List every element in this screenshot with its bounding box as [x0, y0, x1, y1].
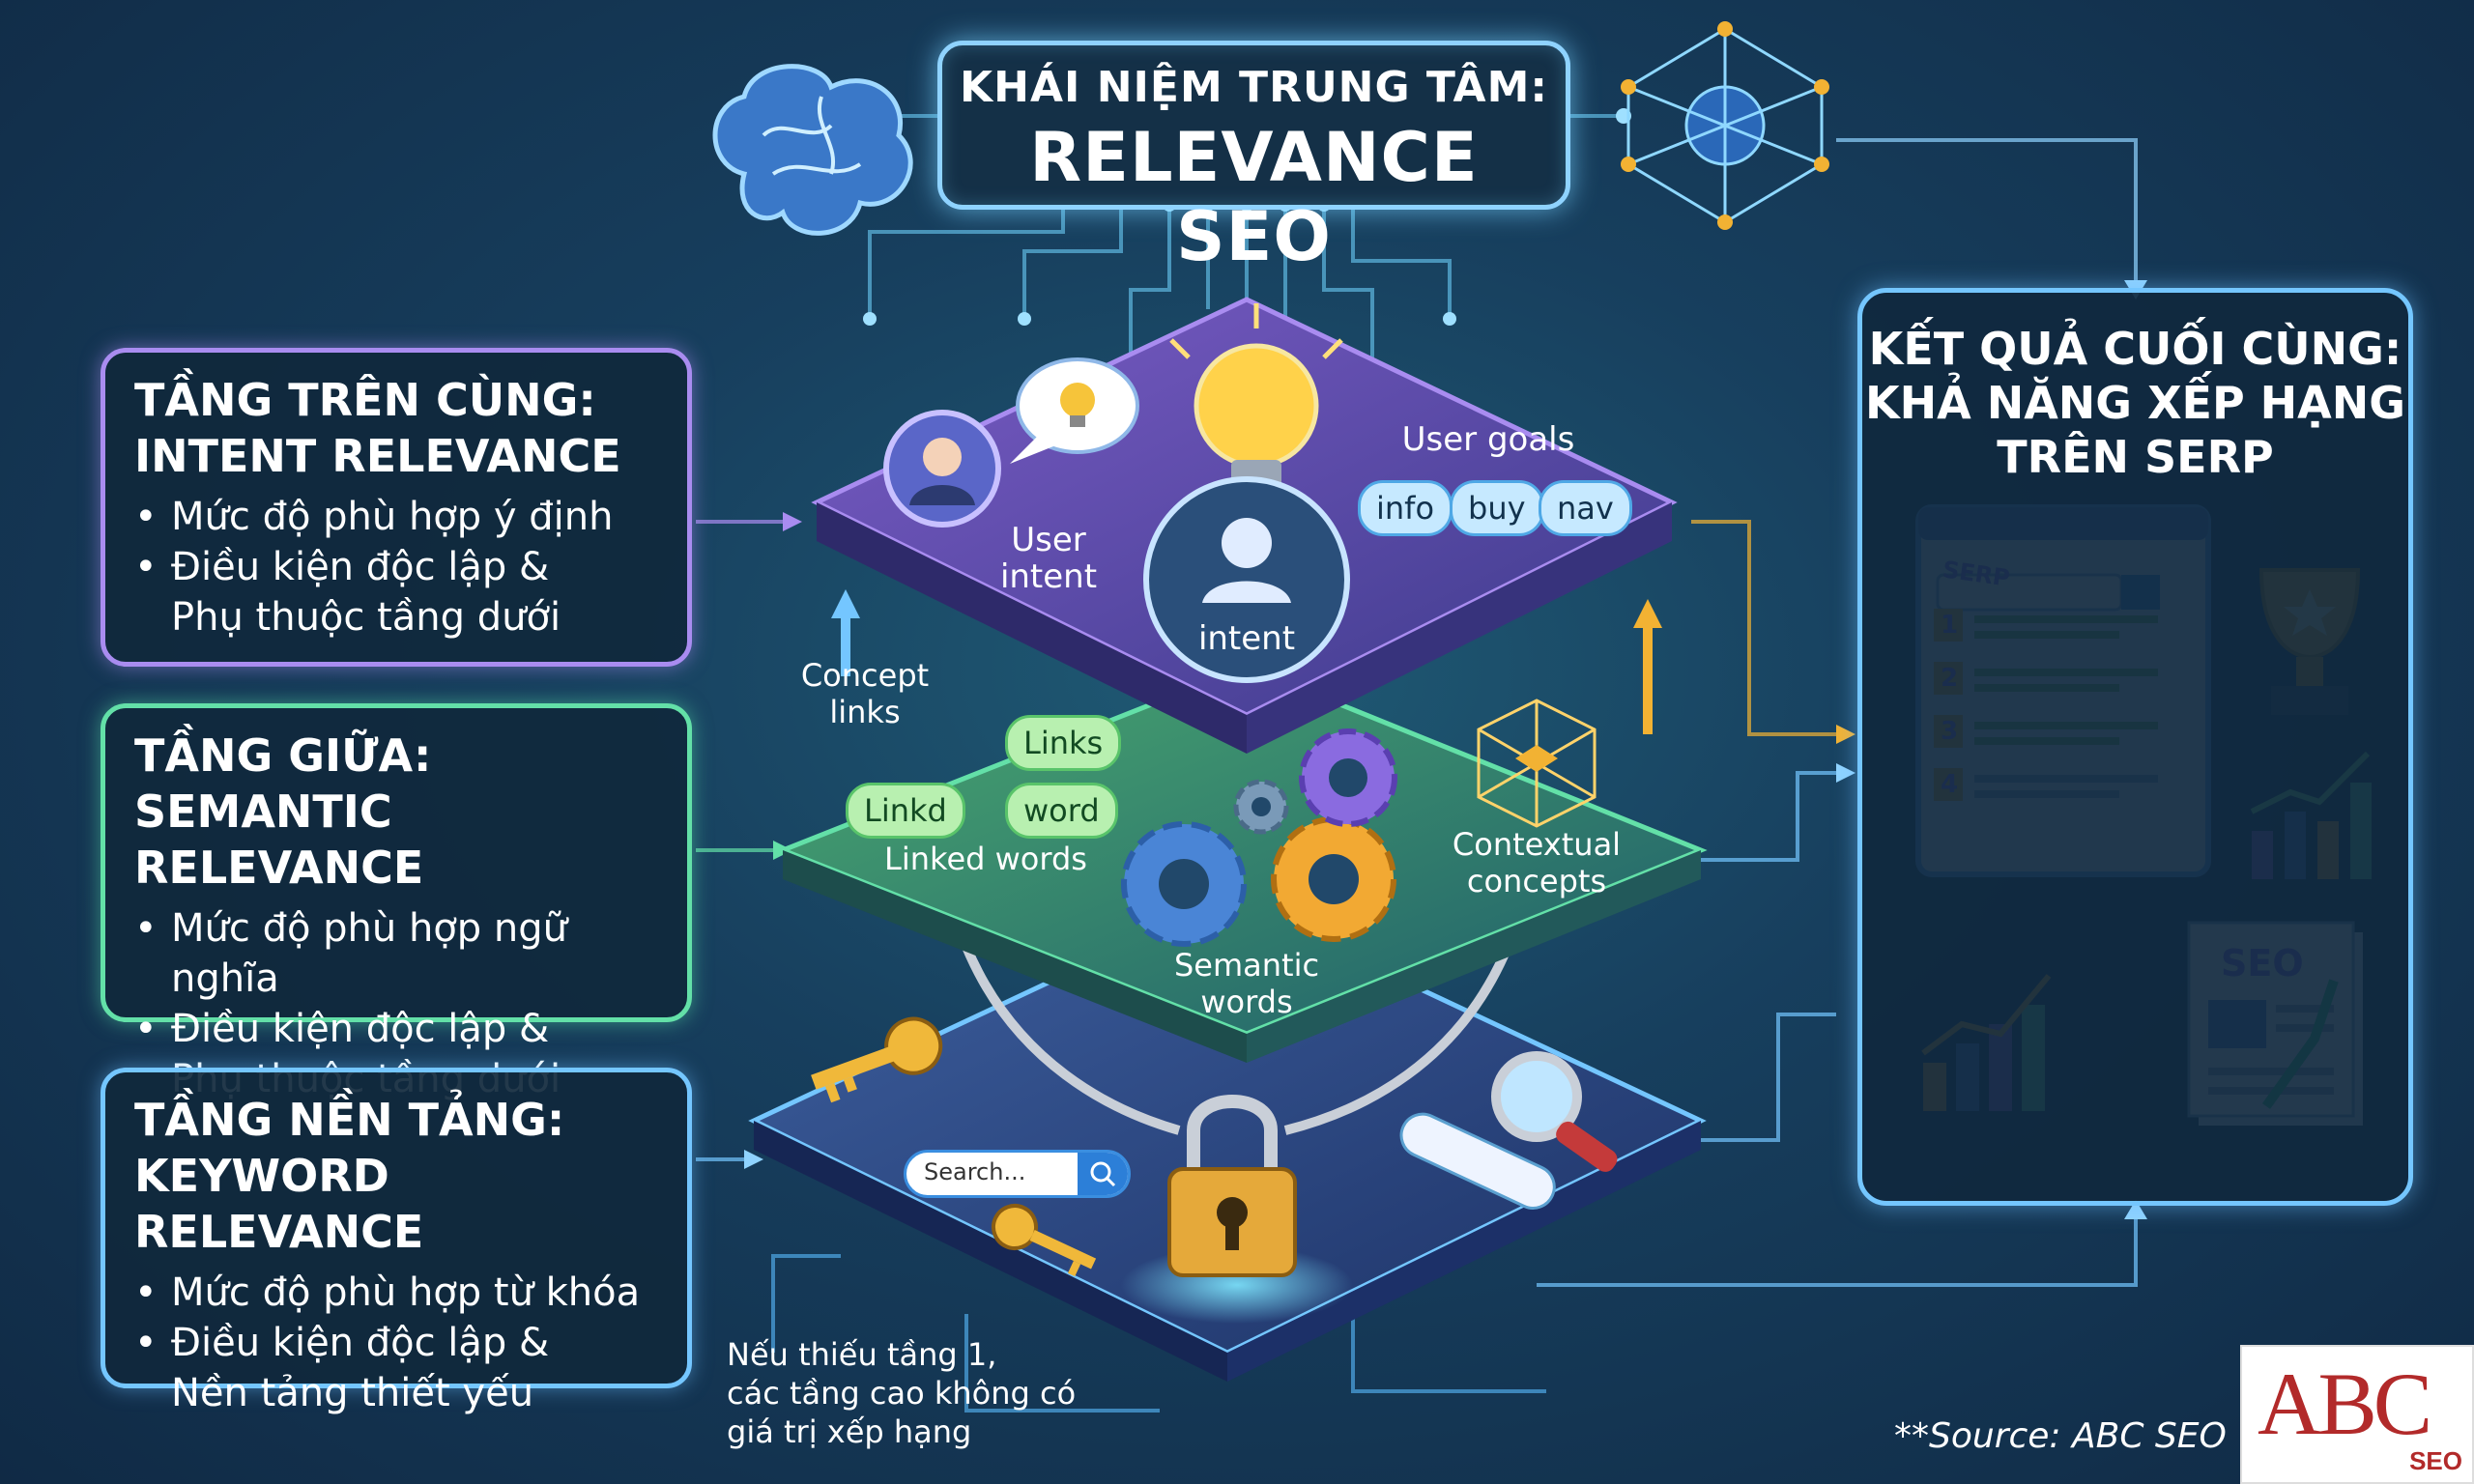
user-avatar-icon [883, 410, 1001, 528]
bullet-item: Mức độ phù hợp ý định [134, 492, 658, 542]
panel-bullets: Mức độ phù hợp từ khóa Điều kiện độc lập… [134, 1268, 658, 1418]
bullet-item: Mức độ phù hợp từ khóa [134, 1268, 658, 1318]
panel-title-line1: TẦNG NỀN TẢNG: [134, 1094, 565, 1146]
abc-seo-logo: ABC SEO [2240, 1345, 2474, 1484]
chain-icon [962, 945, 1512, 1135]
panel-title-line2: KEYWORD RELEVANCE [134, 1150, 424, 1258]
serp-rank-1: 1 [1941, 611, 1959, 640]
logo-main: ABC [2258, 1355, 2432, 1453]
key-icon-small [992, 1204, 1097, 1277]
pill-links: Links [1005, 715, 1122, 771]
goal-pill-info: info [1358, 480, 1453, 536]
panel-bullets: Mức độ phù hợp ý định Điều kiện độc lập … [134, 492, 658, 642]
panel-semantic-relevance: TẦNG GIỮA: SEMANTIC RELEVANCE Mức độ phù… [101, 703, 692, 1101]
serp-rank-3: 3 [1941, 717, 1959, 746]
pill-linkd: Linkd [846, 783, 965, 839]
label-linked-words: Linked words [884, 841, 1087, 877]
pill-word: word [1005, 783, 1118, 839]
panel-title-line2: INTENT RELEVANCE [134, 430, 621, 482]
bullet-item: Điều kiện độc lập & [134, 1318, 658, 1368]
result-title-line1: KẾT QUẢ CUỐI CÙNG: [1868, 323, 2402, 375]
note-text: Nếu thiếu tầng 1, các tầng cao không có … [727, 1335, 1076, 1451]
bullet-continuation: Phụ thuộc tầng dưới [171, 595, 561, 640]
gear-icon-purple [1299, 728, 1397, 827]
semantic-layer-platform [776, 664, 1708, 1063]
bullet-item: Mức độ phù hợp ngữ nghĩa [134, 903, 658, 1004]
toggle-bar-icon [1399, 1112, 1556, 1210]
label-contextual-concepts: Contextual concepts [1440, 826, 1633, 899]
bullet-continuation: Nền tảng thiết yếu [171, 1371, 534, 1415]
padlock-icon [1167, 1095, 1297, 1277]
magnifier-icon [1491, 1051, 1618, 1172]
bullet-item: Điều kiện độc lập & [134, 542, 658, 592]
panel-title-line1: TẦNG TRÊN CÙNG: [134, 374, 596, 426]
panel-title-line2: SEMANTIC RELEVANCE [134, 785, 424, 894]
panel-intent-relevance: TẦNG TRÊN CÙNG: INTENT RELEVANCE Mức độ … [101, 348, 692, 667]
label-concept-links: Concept links [792, 657, 937, 730]
serp-rank-2: 2 [1941, 664, 1959, 693]
intent-circle-icon [1143, 476, 1350, 683]
idea-bubble-icon [1010, 357, 1139, 464]
gear-icon-orange [1271, 816, 1396, 942]
label-concept-links-text: Concept links [800, 657, 930, 730]
label-contextual-concepts-text: Contextual concepts [1452, 826, 1622, 899]
network-globe-icon [1621, 21, 1829, 230]
circuit-lines [696, 114, 2138, 1413]
result-panel: KẾT QUẢ CUỐI CÙNG: KHẢ NĂNG XẾP HẠNG TRÊ… [1857, 288, 2413, 1206]
search-input[interactable]: Search... [904, 1150, 1131, 1198]
goal-pill-buy: buy [1450, 480, 1544, 536]
note-line2: các tầng cao không có [727, 1375, 1077, 1412]
label-user-goals: User goals [1401, 420, 1575, 459]
goal-pill-nav: nav [1539, 480, 1632, 536]
seo-doc-label: SEO [2221, 942, 2304, 985]
panel-title-line1: TẦNG GIỮA: [134, 729, 432, 782]
key-icon [811, 1016, 943, 1103]
title-line2: RELEVANCE SEO [1029, 118, 1479, 276]
result-title: KẾT QUẢ CUỐI CÙNG: KHẢ NĂNG XẾP HẠNG TRÊ… [1862, 322, 2408, 484]
source-credit: **Source: ABC SEO [1894, 1416, 2227, 1456]
panel-keyword-relevance: TẦNG NỀN TẢNG: KEYWORD RELEVANCE Mức độ … [101, 1068, 692, 1415]
label-semantic-words-text: Semantic words [1173, 947, 1320, 1020]
gear-icon-blue [1121, 821, 1247, 947]
gear-icon-small [1233, 779, 1289, 835]
result-title-line3: TRÊN SERP [1997, 431, 2274, 483]
result-title-line2: KHẢ NĂNG XẾP HẠNG [1864, 377, 2406, 429]
label-semantic-words: Semantic words [1150, 947, 1343, 1020]
up-arrow-icons [1633, 599, 1662, 734]
search-placeholder: Search... [924, 1158, 1026, 1185]
concept-cube-icon [1477, 699, 1597, 828]
serp-rank-4: 4 [1941, 770, 1959, 799]
note-line3: giá trị xếp hạng [727, 1413, 972, 1450]
label-user-intent-text: User intent [999, 521, 1098, 596]
bullet-item: Điều kiện độc lập & [134, 1004, 658, 1054]
label-intent: intent [1197, 619, 1296, 658]
note-line1: Nếu thiếu tầng 1, [727, 1336, 997, 1373]
logo-sub: SEO [2409, 1446, 2462, 1475]
brain-icon [712, 64, 913, 236]
title-line1: KHÁI NIỆM TRUNG TÂM: [960, 63, 1548, 112]
search-icon[interactable] [1078, 1153, 1128, 1195]
keyword-layer-platform [748, 896, 1707, 1382]
label-user-intent: User intent [986, 522, 1111, 595]
title-box: KHÁI NIỆM TRUNG TÂM: RELEVANCE SEO [937, 41, 1570, 276]
